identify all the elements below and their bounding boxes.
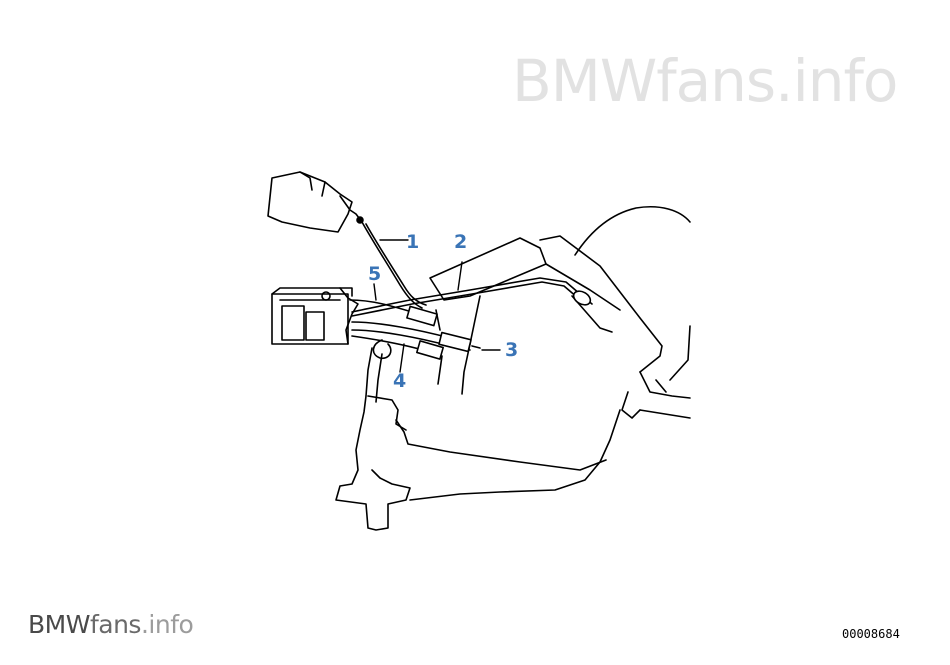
sensor-housing [267, 171, 364, 233]
callout-3: 3 [505, 339, 519, 361]
watermark-bottom: BMWfans.info [28, 610, 194, 639]
watermark-top-tld: .info [775, 47, 898, 115]
callout-5: 5 [368, 263, 382, 285]
connector-4 [351, 335, 444, 373]
control-unit [271, 287, 359, 345]
body-outline [395, 206, 691, 501]
watermark-top-brand: BMW [512, 47, 657, 115]
watermark-bottom-tld: .info [140, 610, 194, 639]
diagram-number: 00008684 [842, 627, 900, 641]
watermark-top-site: fans [656, 47, 776, 115]
callout-2: 2 [454, 231, 468, 253]
connector-5 [349, 283, 438, 327]
lower-bracket [335, 347, 411, 531]
watermark-top: BMWfans.info [512, 52, 898, 110]
callout-4: 4 [393, 370, 407, 392]
watermark-bottom-site: fans [89, 610, 142, 639]
callout-1: 1 [406, 231, 420, 253]
watermark-bottom-brand: BMW [28, 610, 90, 639]
connector-3 [351, 321, 501, 353]
